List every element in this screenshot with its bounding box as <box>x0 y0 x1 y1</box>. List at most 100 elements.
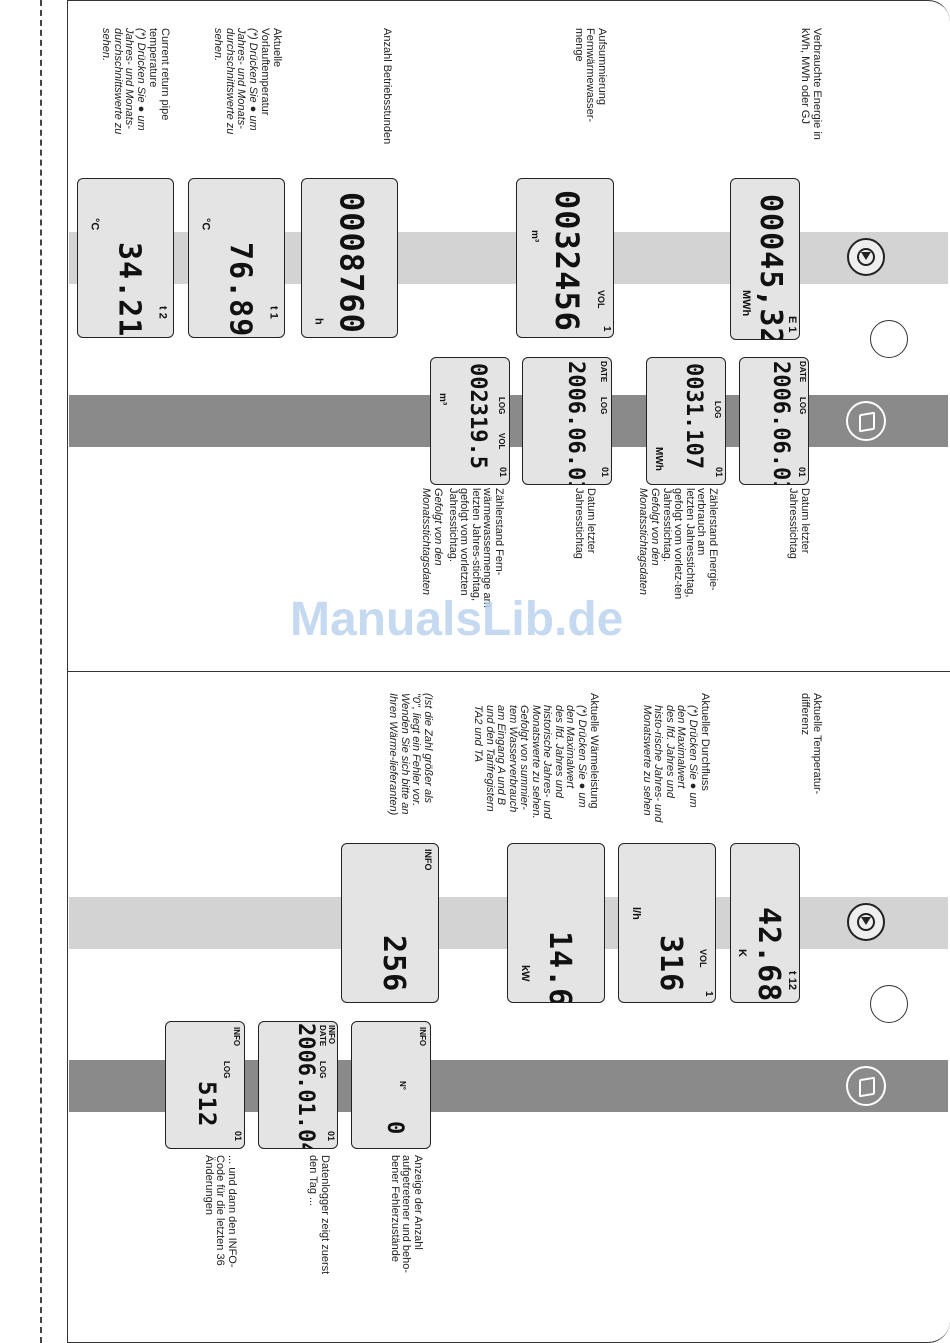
lcd-code: 01 <box>233 1131 243 1142</box>
note-log-volume: Gefolgt von den Monatsstichtagsdaten <box>420 488 445 596</box>
lcd-code: 01 <box>600 467 610 478</box>
lcd-value: 0 <box>382 1121 407 1136</box>
logbook-button[interactable] <box>846 401 886 441</box>
label-info-code: ... und dann den INFO- Code für die letz… <box>203 1155 238 1268</box>
note-return-temp: (*) Drücken Sie ● um Jahres- und Monats-… <box>100 28 148 135</box>
label-flow-temp: Aktuelle Vorlauftemperatur <box>259 28 284 116</box>
lcd-unit: K <box>736 949 748 957</box>
label-volume: Aufsummierung Fernwärmewasser- menge <box>573 28 608 123</box>
label-log-date-1: Datum letzter Jahresstichtag <box>787 488 812 559</box>
lcd-tag-info: INFO <box>327 1025 336 1045</box>
lcd-volume: 0032456 m³ VOL 1 <box>516 178 614 338</box>
label-log-energy: Zählerstand Energie- verbrauch am letzte… <box>661 488 719 600</box>
lcd-unit: °C <box>88 218 100 231</box>
label-temp-diff: Aktuelle Temperatur- differenz <box>799 693 824 795</box>
info-button-2[interactable] <box>870 985 908 1023</box>
lcd-tag: VOL <box>698 949 708 968</box>
lcd-log-date-1: 2006.06.01 DATE LOG 01 <box>739 357 809 485</box>
lcd-value: 316 <box>653 935 688 993</box>
cut-line <box>40 0 42 1343</box>
lcd-tag-log: LOG <box>497 397 506 415</box>
lcd-code: 01 <box>797 467 807 478</box>
logbook-button-2[interactable] <box>846 1066 886 1106</box>
lcd-code: 1 <box>703 991 714 997</box>
lcd-value: 00045,321 <box>753 194 788 340</box>
lcd-error-count: 0 INFO N° <box>351 1021 431 1149</box>
lcd-tag-info: INFO <box>418 1027 427 1047</box>
lcd-tag-info: INFO <box>232 1027 241 1047</box>
lcd-value: 42.68 <box>751 907 786 1003</box>
lcd-unit: kW <box>519 965 531 982</box>
lcd-unit: l/h <box>630 907 642 920</box>
lcd-value: 256 <box>376 935 411 993</box>
lcd-code: 01 <box>326 1131 336 1142</box>
label-hours: Anzahl Betriebsstunden <box>381 28 393 145</box>
lcd-tag: VOL <box>596 290 606 309</box>
lcd-value: 0008760 <box>332 192 370 334</box>
lcd-value: 14.6 <box>542 931 577 1003</box>
lcd-code: t 12 <box>786 971 798 990</box>
lcd-info-code: 512 INFO LOG 01 <box>165 1021 245 1149</box>
lcd-datalogger-day: 2006.01.04 INFO DATE LOG 01 <box>258 1021 338 1149</box>
lcd-tag: LOG <box>713 401 722 419</box>
lcd-log-date-2: 2006.06.01 DATE LOG 01 <box>522 357 612 485</box>
note-power: (*) Drücken Sie ● um den Maximalwert des… <box>472 705 589 819</box>
lcd-code: t 1 <box>267 306 279 319</box>
lcd-value: 0032456 <box>548 190 586 332</box>
label-log-volume: Zählerstand Fern- wärmewassermenge am le… <box>447 488 505 608</box>
lcd-power: 14.6 kW <box>507 843 605 1003</box>
note-flow-temp: (*) Drücken Sie ● um Jahres- und Monats-… <box>212 28 260 135</box>
lcd-value: 2006.01.04 <box>293 1023 318 1149</box>
arrow-down-icon <box>861 917 871 925</box>
lcd-code: 1 <box>601 326 612 332</box>
lcd-info: 256 INFO <box>341 843 439 1003</box>
lcd-tag-no: N° <box>398 1081 407 1090</box>
lcd-energy: 00045,321 MWh E 1 <box>730 178 800 340</box>
watermark: ManualsLib.de <box>290 593 624 646</box>
lcd-value: 512 <box>193 1081 221 1128</box>
note-log-energy: Gefolgt von den Monatsstichtagsdaten <box>637 488 662 596</box>
lcd-unit: MWh <box>740 290 752 317</box>
lcd-code: t 2 <box>156 306 168 319</box>
lcd-value: 2006.06.01 <box>563 361 588 485</box>
lcd-unit: MWh <box>653 447 664 471</box>
lcd-flow-temp: 76.89 °C t 1 <box>188 178 285 338</box>
scroll-down-button[interactable] <box>847 238 885 276</box>
lcd-hours: 0008760 h <box>301 178 398 338</box>
lcd-tag-date: DATE <box>318 1025 327 1047</box>
note-info: (Ist die Zahl größer als "0", liegt ein … <box>387 693 435 816</box>
lcd-flow: 316 l/h VOL 1 <box>618 843 716 1003</box>
label-error-count: Anzeige der Anzahl aufgetretener und beh… <box>389 1155 424 1274</box>
lcd-unit: h <box>312 318 324 325</box>
lcd-tag-date: DATE <box>798 361 807 383</box>
scroll-down-button-2[interactable] <box>847 903 885 941</box>
label-flow: Aktueller Durchfluss <box>699 693 711 791</box>
lcd-value: 0031.107 <box>681 363 706 469</box>
lcd-code: 01 <box>714 467 724 478</box>
lcd-unit: °C <box>199 218 211 231</box>
arrow-down-icon <box>861 252 871 260</box>
info-button[interactable] <box>870 320 908 358</box>
label-return-temp: Current return pipe temperature <box>147 28 172 121</box>
lcd-value: 34.21 <box>111 242 146 338</box>
section-divider <box>67 671 950 672</box>
lcd-return-temp: 34.21 °C t 2 <box>77 178 174 338</box>
lcd-tag-date: DATE <box>599 361 608 383</box>
label-power: Aktuelle Wärmeleistung <box>588 693 600 809</box>
book-icon <box>859 411 875 433</box>
lcd-tag-log: LOG <box>222 1061 231 1079</box>
lcd-unit: m³ <box>529 230 540 243</box>
lcd-tag: INFO <box>423 849 433 871</box>
lcd-tag-log: LOG <box>318 1061 327 1079</box>
lcd-tag-vol: VOL <box>497 433 506 450</box>
label-log-date-2: Datum letzter Jahresstichtag <box>573 488 598 559</box>
lcd-value: 76.89 <box>222 242 257 338</box>
lcd-temp-diff: 42.68 K t 12 <box>730 843 800 1003</box>
lcd-value: 2006.06.01 <box>768 361 793 485</box>
lcd-tag-log: LOG <box>798 397 807 415</box>
lcd-code: E 1 <box>786 316 798 333</box>
lcd-unit: m³ <box>437 393 448 406</box>
note-flow: (*) Drücken Sie ● um den Maximalwert des… <box>641 705 699 823</box>
lcd-code: 01 <box>498 467 508 478</box>
lcd-log-energy: 0031.107 MWh LOG 01 <box>646 357 726 485</box>
